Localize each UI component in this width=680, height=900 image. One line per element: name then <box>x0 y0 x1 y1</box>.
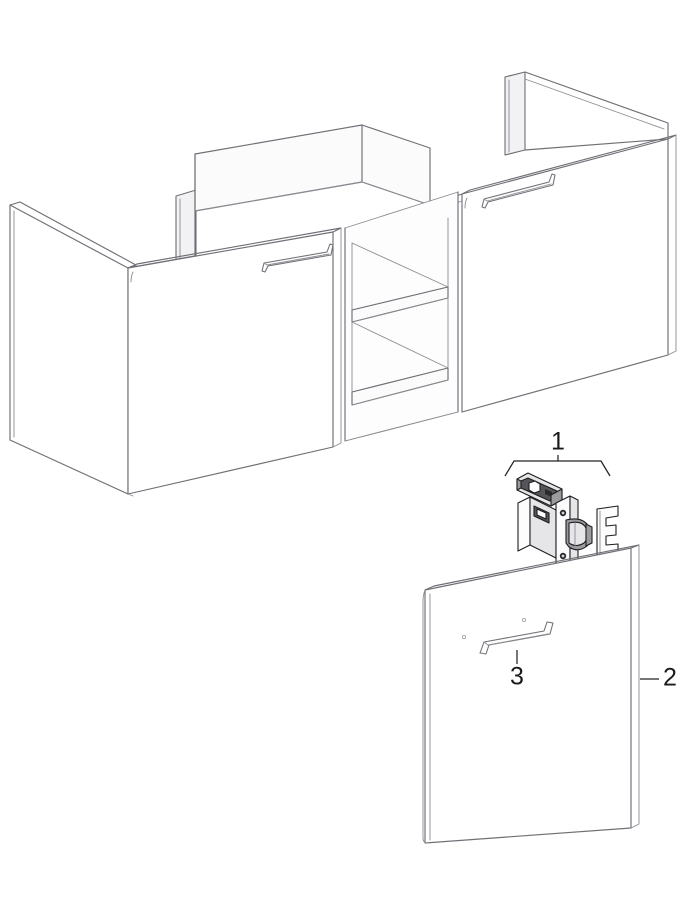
right-door[interactable] <box>461 134 677 413</box>
handle-screw-dot-right <box>522 618 527 623</box>
callout-2-label: 2 <box>663 664 677 692</box>
centre-top-panel <box>194 124 431 212</box>
door-front-panel[interactable] <box>422 544 640 844</box>
left-door-handle[interactable] <box>261 243 334 273</box>
hinge-mounting-plate <box>516 472 563 507</box>
callout-3-label: 3 <box>510 663 524 691</box>
right-door-handle[interactable] <box>481 173 556 209</box>
left-door[interactable] <box>127 227 342 495</box>
cabinet-assembly <box>9 71 677 497</box>
carcass-bottom-edge <box>127 493 134 497</box>
open-centre-compartment <box>344 191 459 442</box>
callout-1-label: 1 <box>551 428 565 456</box>
right-bracket-post <box>504 71 669 156</box>
hinge-cup-arm <box>517 495 593 573</box>
left-side-panel <box>9 201 137 495</box>
handle-screw-dot-left <box>461 635 466 640</box>
door-bar-handle[interactable] <box>479 621 554 655</box>
callout-1-group: 1 <box>504 428 619 573</box>
callout-1-bracket <box>504 455 611 477</box>
